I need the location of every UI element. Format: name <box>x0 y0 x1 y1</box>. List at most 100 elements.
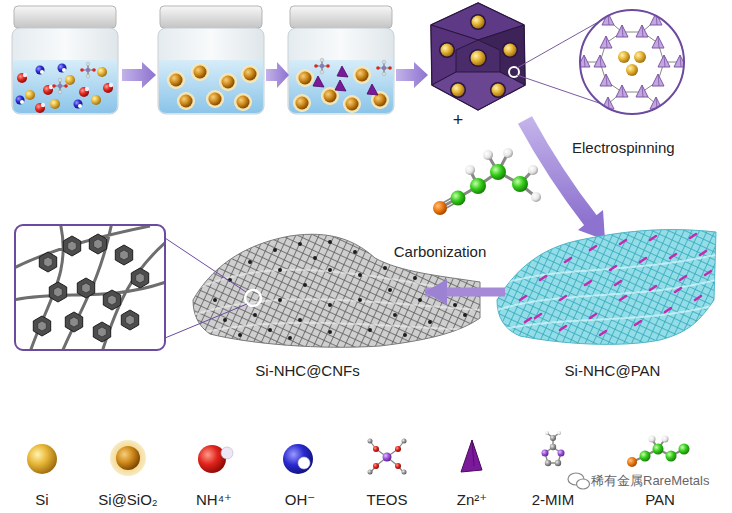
beaker-2 <box>167 71 185 89</box>
zoom-inset <box>165 238 246 292</box>
pan-molecule <box>503 148 513 158</box>
zif-polyhedron <box>492 84 505 97</box>
pan-molecule <box>433 148 541 215</box>
beaker-1 <box>58 64 67 73</box>
beaker-1 <box>43 85 53 95</box>
legend-label: NH⁴⁺ <box>196 491 232 509</box>
fiber-mat-cnf <box>193 270 480 333</box>
legend-icon <box>679 444 690 455</box>
fiber-mat-pan <box>497 230 716 345</box>
beaker-1 <box>12 6 118 114</box>
legend-label: 2-MIM <box>532 491 575 509</box>
beaker-2 <box>159 60 263 113</box>
process-arrow <box>396 62 428 88</box>
legend-icon <box>542 450 549 457</box>
beaker-1 <box>79 87 89 97</box>
legend-icon <box>368 439 373 444</box>
legend-icon <box>383 453 392 462</box>
node-label: Si-NHC@CNFs <box>255 362 359 380</box>
zif-polyhedron <box>439 42 455 58</box>
zoom-inset <box>93 322 110 342</box>
process-arrow <box>425 288 505 297</box>
legend-icon <box>550 444 556 450</box>
pan-molecule <box>490 164 506 180</box>
legend-entry: Si <box>35 491 48 509</box>
pan-molecule <box>531 192 541 202</box>
legend-icon <box>395 446 401 452</box>
beaker-2 <box>158 28 264 114</box>
zoom-inset <box>16 226 164 349</box>
zif-polyhedron <box>452 84 465 97</box>
legend-icon <box>373 446 379 452</box>
label-box: Electrospinning <box>572 139 675 157</box>
beaker-1 <box>74 100 83 109</box>
beaker-3 <box>313 76 324 87</box>
pan-molecule <box>483 150 493 160</box>
legend-icon <box>545 431 549 435</box>
zoom-circle <box>600 36 612 48</box>
legend-entry: Zn²⁺ <box>457 491 487 509</box>
beaker-1 <box>25 90 35 100</box>
zoom-circle <box>517 10 686 114</box>
zoom-inset <box>39 252 56 272</box>
zif-polyhedron <box>471 51 486 66</box>
legend-icon <box>370 441 404 473</box>
legend-entry: PAN <box>645 491 675 509</box>
legend-entry: Si@SiO₂ <box>98 491 157 509</box>
edge-label: Carbonization <box>391 243 490 261</box>
fiber-mat-pan <box>497 234 716 335</box>
zoom-circle <box>618 51 630 63</box>
zoom-circle <box>652 36 664 48</box>
zoom-circle <box>594 55 606 67</box>
fiber-mat-node: Si-NHC@PAN <box>505 225 720 380</box>
beaker-1 <box>17 73 27 83</box>
pan-molecule <box>512 176 528 192</box>
legend-label: OH⁻ <box>285 491 315 509</box>
beaker-1 <box>50 99 60 109</box>
legend-label: TEOS <box>367 491 408 509</box>
zoom-inset <box>49 282 66 302</box>
beaker-3 <box>288 28 394 114</box>
legend-icon <box>368 470 373 475</box>
pan-molecule <box>528 165 538 175</box>
beaker-3 <box>367 84 378 95</box>
beaker-1 <box>12 28 118 114</box>
zoom-inset <box>14 222 247 352</box>
fiber-mat-pan <box>520 234 711 335</box>
beaker-1 <box>14 6 116 28</box>
legend-icon <box>557 431 561 435</box>
beaker-1 <box>52 78 68 94</box>
label-box: + <box>453 110 464 132</box>
legend-label: PAN <box>645 491 675 509</box>
zoom-circle <box>626 64 638 76</box>
zoom-inset <box>115 245 132 265</box>
zif-polyhedron <box>472 16 485 29</box>
edge-label-box: Carbonization <box>391 243 490 261</box>
zoom-inset <box>65 312 82 332</box>
legend-icon <box>666 451 677 462</box>
zoom-inset <box>63 236 80 256</box>
legend-entry: 2-MIM <box>532 491 575 509</box>
legend-icon <box>298 457 310 469</box>
legend-icon <box>116 446 140 470</box>
legend-icon <box>461 440 482 472</box>
beaker-3 <box>296 69 314 87</box>
zoom-inset <box>16 226 164 349</box>
legend-icon <box>110 440 146 476</box>
annotation-label: + <box>453 110 464 132</box>
beaker-3 <box>290 6 392 28</box>
zif-polyhedron <box>431 3 525 110</box>
legend-icon <box>653 444 664 455</box>
pan-molecule <box>433 201 447 215</box>
label-box: 稀有金属RareMetals <box>591 473 709 489</box>
process-arrow <box>122 62 428 88</box>
beaker-2 <box>158 6 264 114</box>
zif-polyhedron <box>469 49 487 67</box>
beaker-2 <box>241 65 259 83</box>
zoom-inset <box>131 268 148 288</box>
beaker-2 <box>234 93 252 111</box>
zoom-circle <box>634 51 646 63</box>
beaker-1 <box>65 75 75 85</box>
